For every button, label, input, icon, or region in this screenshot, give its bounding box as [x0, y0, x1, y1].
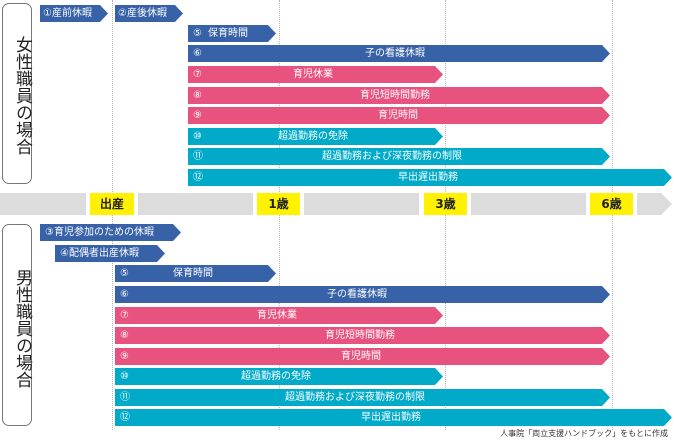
- bar-prenatal-leave: ①産前休暇: [40, 5, 108, 22]
- male-panel-label: 男性職員の場合: [12, 269, 32, 388]
- timeline-segment: [471, 193, 586, 215]
- timeline-segment: [138, 193, 253, 215]
- bar-parental-leave: ⑦ 育児休業: [115, 307, 443, 324]
- female-panel: 女性職員の場合: [2, 3, 32, 184]
- bar-overtime-exemption: ⑩ 超過勤務の免除: [188, 128, 443, 145]
- bar-overtime-night-limit: ⑪ 超過勤務および深夜勤務の制限: [115, 389, 610, 406]
- guide-line-3y: [445, 0, 446, 430]
- bar-text: ②産後休暇: [118, 8, 167, 19]
- guide-line-1y: [279, 0, 280, 430]
- timeline-segment: [304, 193, 419, 215]
- bar-postnatal-leave: ②産後休暇: [115, 5, 183, 22]
- guide-line-6y: [612, 0, 613, 430]
- bar-short-hours: ⑧ 育児短時間勤務: [188, 87, 610, 104]
- timeline-marker-6y: 6歳: [590, 193, 633, 215]
- bar-nursing-time: ⑤ 保育時間: [115, 265, 276, 282]
- bar-parental-leave: ⑦ 育児休業: [188, 66, 443, 83]
- bar-overtime-night-limit: ⑪ 超過勤務および深夜勤務の制限: [188, 148, 610, 165]
- bar-childcare-time: ⑨ 育児時間: [188, 107, 610, 124]
- bar-text: ③育児参加のための休暇: [45, 227, 154, 238]
- source-footnote: 人事院「両立支援ハンドブック」をもとに作成: [500, 429, 668, 438]
- bar-flex-start: ⑫ 早出遅出勤務: [115, 409, 672, 426]
- bar-text: ①産前休暇: [43, 8, 92, 19]
- bar-child-care-leave: ⑥ 子の看護休暇: [115, 286, 610, 303]
- bar-overtime-exemption: ⑩ 超過勤務の免除: [115, 368, 443, 385]
- bar-spouse-birth-leave: ④配偶者出産休暇: [55, 245, 165, 262]
- bar-text: ④配偶者出産休暇: [60, 248, 139, 259]
- bar-nursing-time: ⑤ 保育時間: [188, 25, 276, 42]
- timeline-segment: [0, 193, 86, 215]
- bar-paternity-participation-leave: ③育児参加のための休暇: [40, 224, 181, 241]
- bar-child-care-leave: ⑥ 子の看護休暇: [188, 45, 610, 62]
- female-panel-label: 女性職員の場合: [12, 36, 32, 155]
- timeline-arrow-end: [637, 193, 672, 215]
- timeline-marker-birth: 出産: [90, 193, 134, 215]
- bar-short-hours: ⑧ 育児短時間勤務: [115, 327, 610, 344]
- bar-flex-start: ⑫ 早出遅出勤務: [188, 169, 672, 186]
- guide-line-birth: [112, 0, 113, 430]
- bar-childcare-time: ⑨ 育児時間: [115, 348, 610, 365]
- male-panel: 男性職員の場合: [2, 224, 32, 426]
- timeline-marker-1y: 1歳: [257, 193, 300, 215]
- timeline-marker-3y: 3歳: [424, 193, 467, 215]
